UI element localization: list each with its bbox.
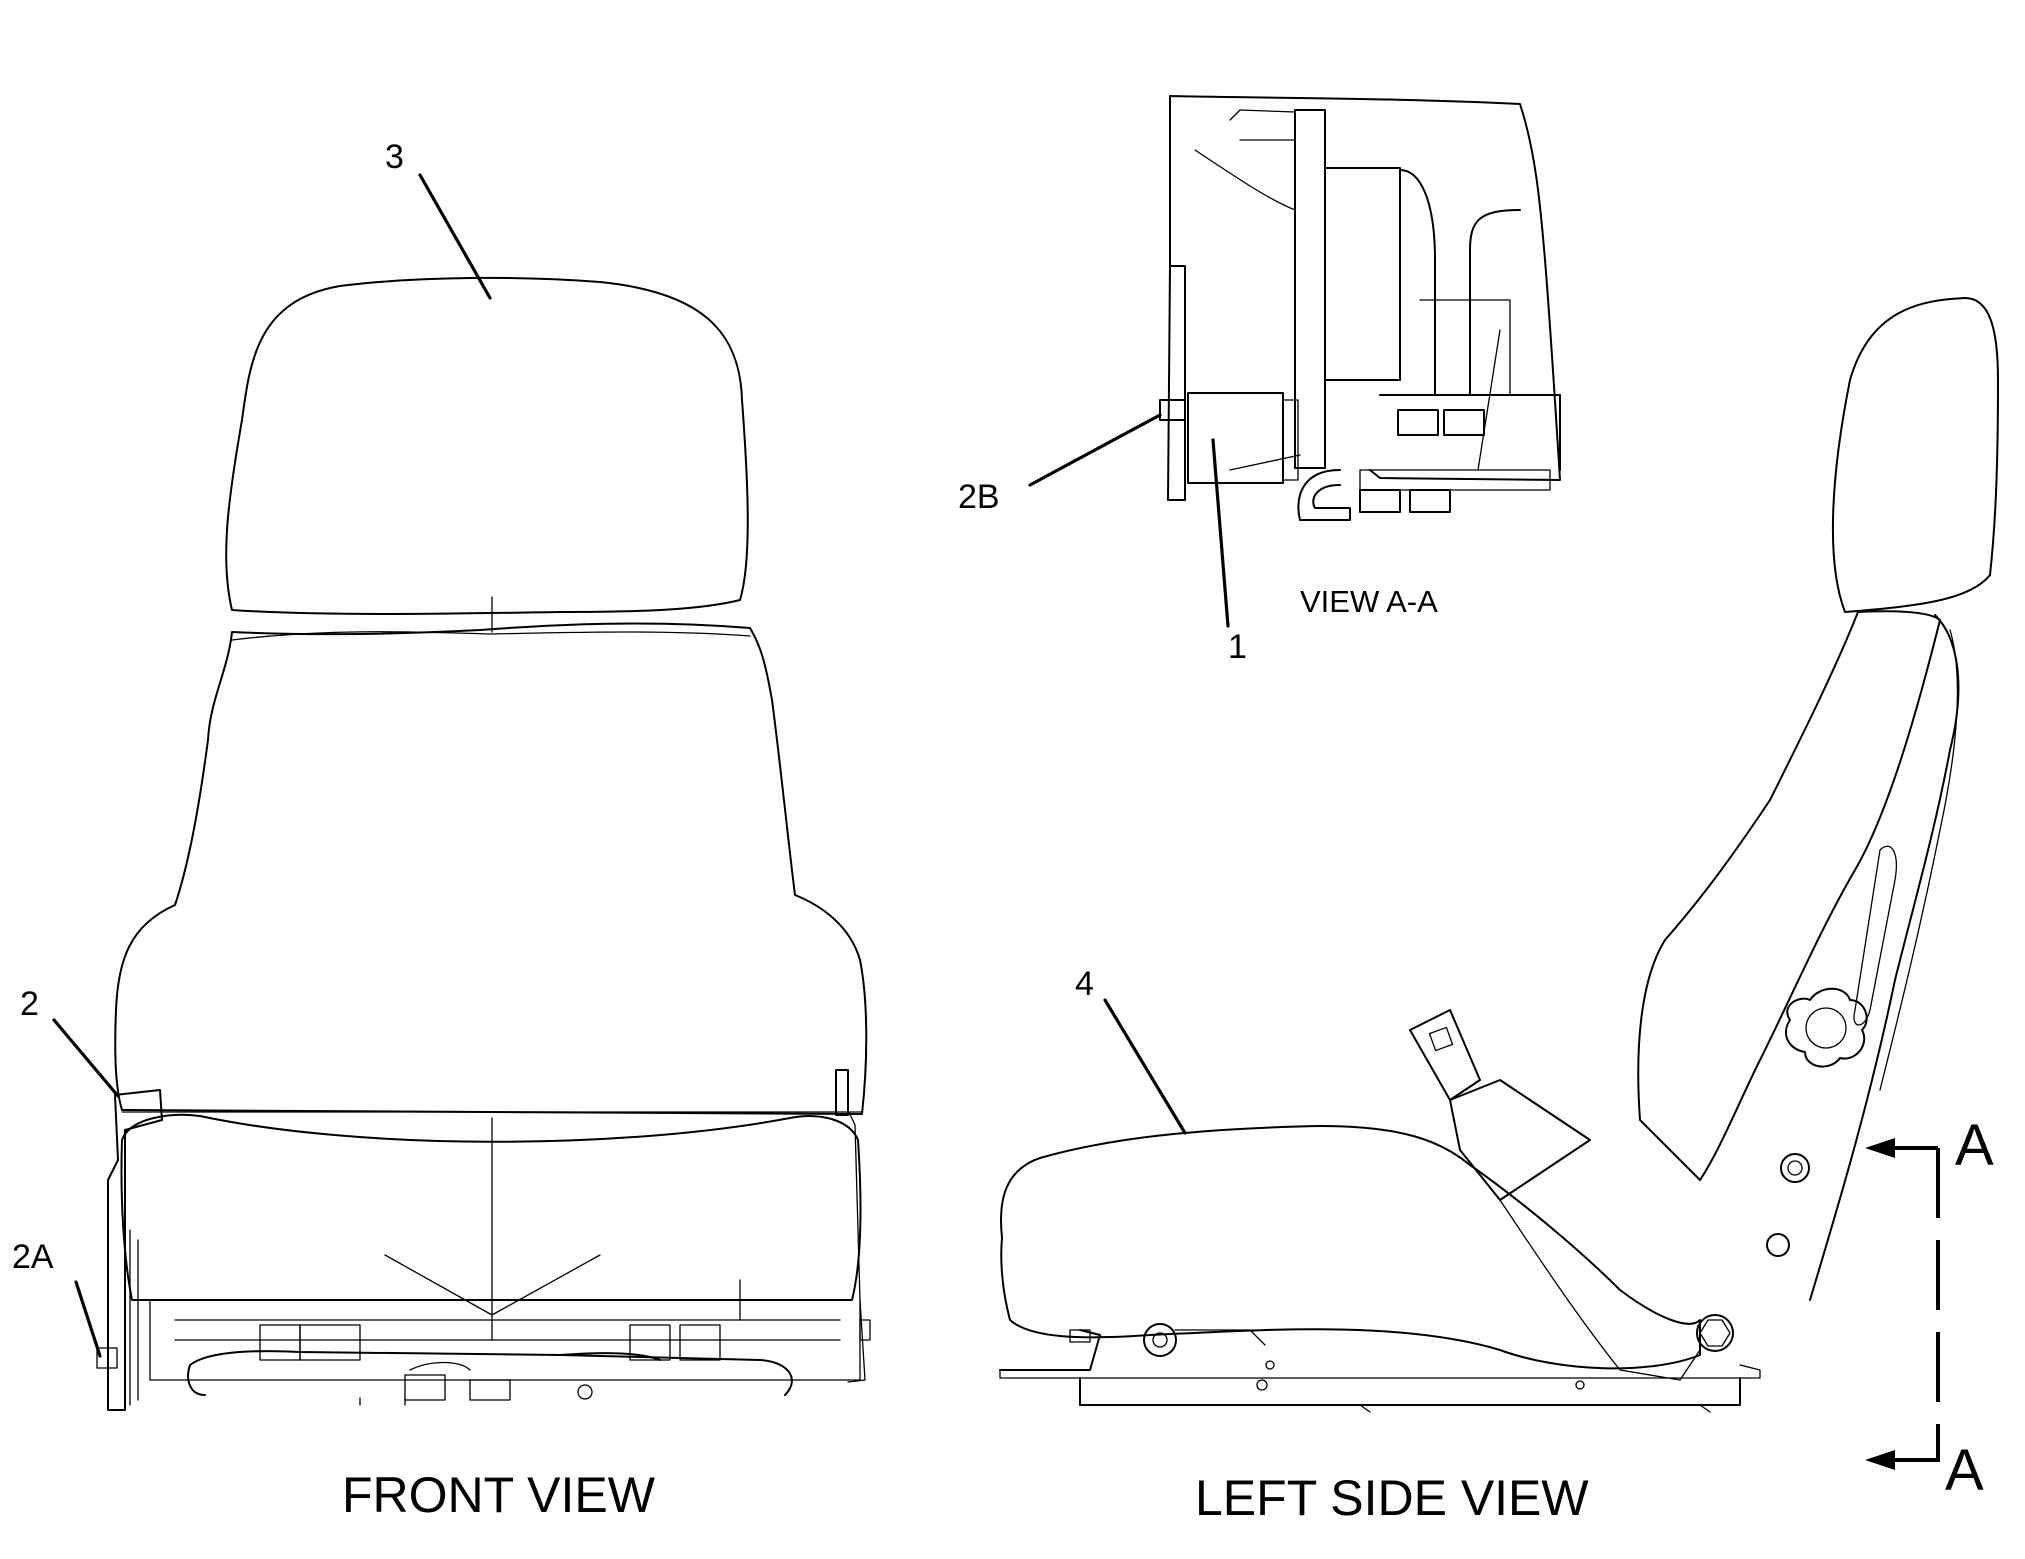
- section-view-title: VIEW A-A: [1300, 584, 1438, 619]
- lumbar-knob: [1785, 987, 1868, 1068]
- leader-1: [1211, 438, 1230, 628]
- side-cushion: [1000, 1125, 1701, 1370]
- left-side-view-seat: [999, 297, 1999, 1413]
- front-view-title: FRONT VIEW: [342, 1467, 656, 1523]
- side-headrest: [1831, 297, 1999, 613]
- vertical-rail: [1294, 109, 1326, 469]
- adjust-wheel: [1143, 1323, 1177, 1357]
- callout-1: 1: [1228, 628, 1247, 666]
- pivot-bolt-upper: [1780, 1153, 1810, 1183]
- callout-3: 3: [385, 138, 404, 176]
- seatbelt-tongue: [1409, 1009, 1481, 1101]
- left-side-view-title: LEFT SIDE VIEW: [1195, 1470, 1589, 1526]
- hex-nut-2: [1443, 409, 1485, 436]
- front-cushion: [120, 1113, 862, 1301]
- callout-4: 4: [1075, 965, 1094, 1003]
- front-backrest: [114, 622, 868, 1115]
- section-view-a-a: [1159, 95, 1561, 521]
- bracket-block: [1187, 392, 1284, 484]
- left-side-bracket: [107, 1089, 163, 1411]
- section-mark-top: A: [1955, 1113, 1994, 1178]
- callout-2b: 2B: [958, 478, 1000, 516]
- leader-lines: [52, 173, 1230, 1358]
- callout-2a: 2A: [12, 1238, 54, 1276]
- seatbelt-buckle: [1449, 1079, 1591, 1201]
- leader-4: [1103, 998, 1187, 1135]
- base-rivet: [1256, 1379, 1268, 1391]
- section-mark-bottom: A: [1945, 1438, 1984, 1503]
- right-handle: [835, 1069, 849, 1116]
- section-outline: [1169, 95, 1561, 481]
- front-headrest: [225, 276, 749, 615]
- pivot-bolt-lower: [1696, 1314, 1734, 1352]
- front-view-seat: [96, 276, 871, 1411]
- leader-2: [52, 1018, 120, 1098]
- side-seat-base: [999, 1323, 1761, 1413]
- recline-lever: [1853, 845, 1897, 1026]
- bolt-2b-head: [1159, 399, 1186, 421]
- pivot-bolt-middle: [1766, 1233, 1790, 1257]
- section-cut-line: [1865, 1138, 1940, 1470]
- leader-3: [418, 173, 492, 300]
- front-seat-base: [149, 1299, 861, 1406]
- mounting-plate: [1167, 265, 1186, 501]
- arrow-top: [1865, 1138, 1895, 1158]
- bolt-2a: [96, 1347, 118, 1369]
- hex-nut-1: [1397, 409, 1439, 436]
- callout-2: 2: [20, 985, 39, 1023]
- arrow-bottom: [1865, 1450, 1895, 1470]
- leader-2a: [74, 1280, 102, 1358]
- backrest-seam: [231, 631, 751, 641]
- backrest-frame: [1809, 614, 1960, 1301]
- side-backrest: [1637, 610, 1941, 1181]
- leader-2b: [1028, 413, 1162, 487]
- hook-clip: [1297, 469, 1351, 521]
